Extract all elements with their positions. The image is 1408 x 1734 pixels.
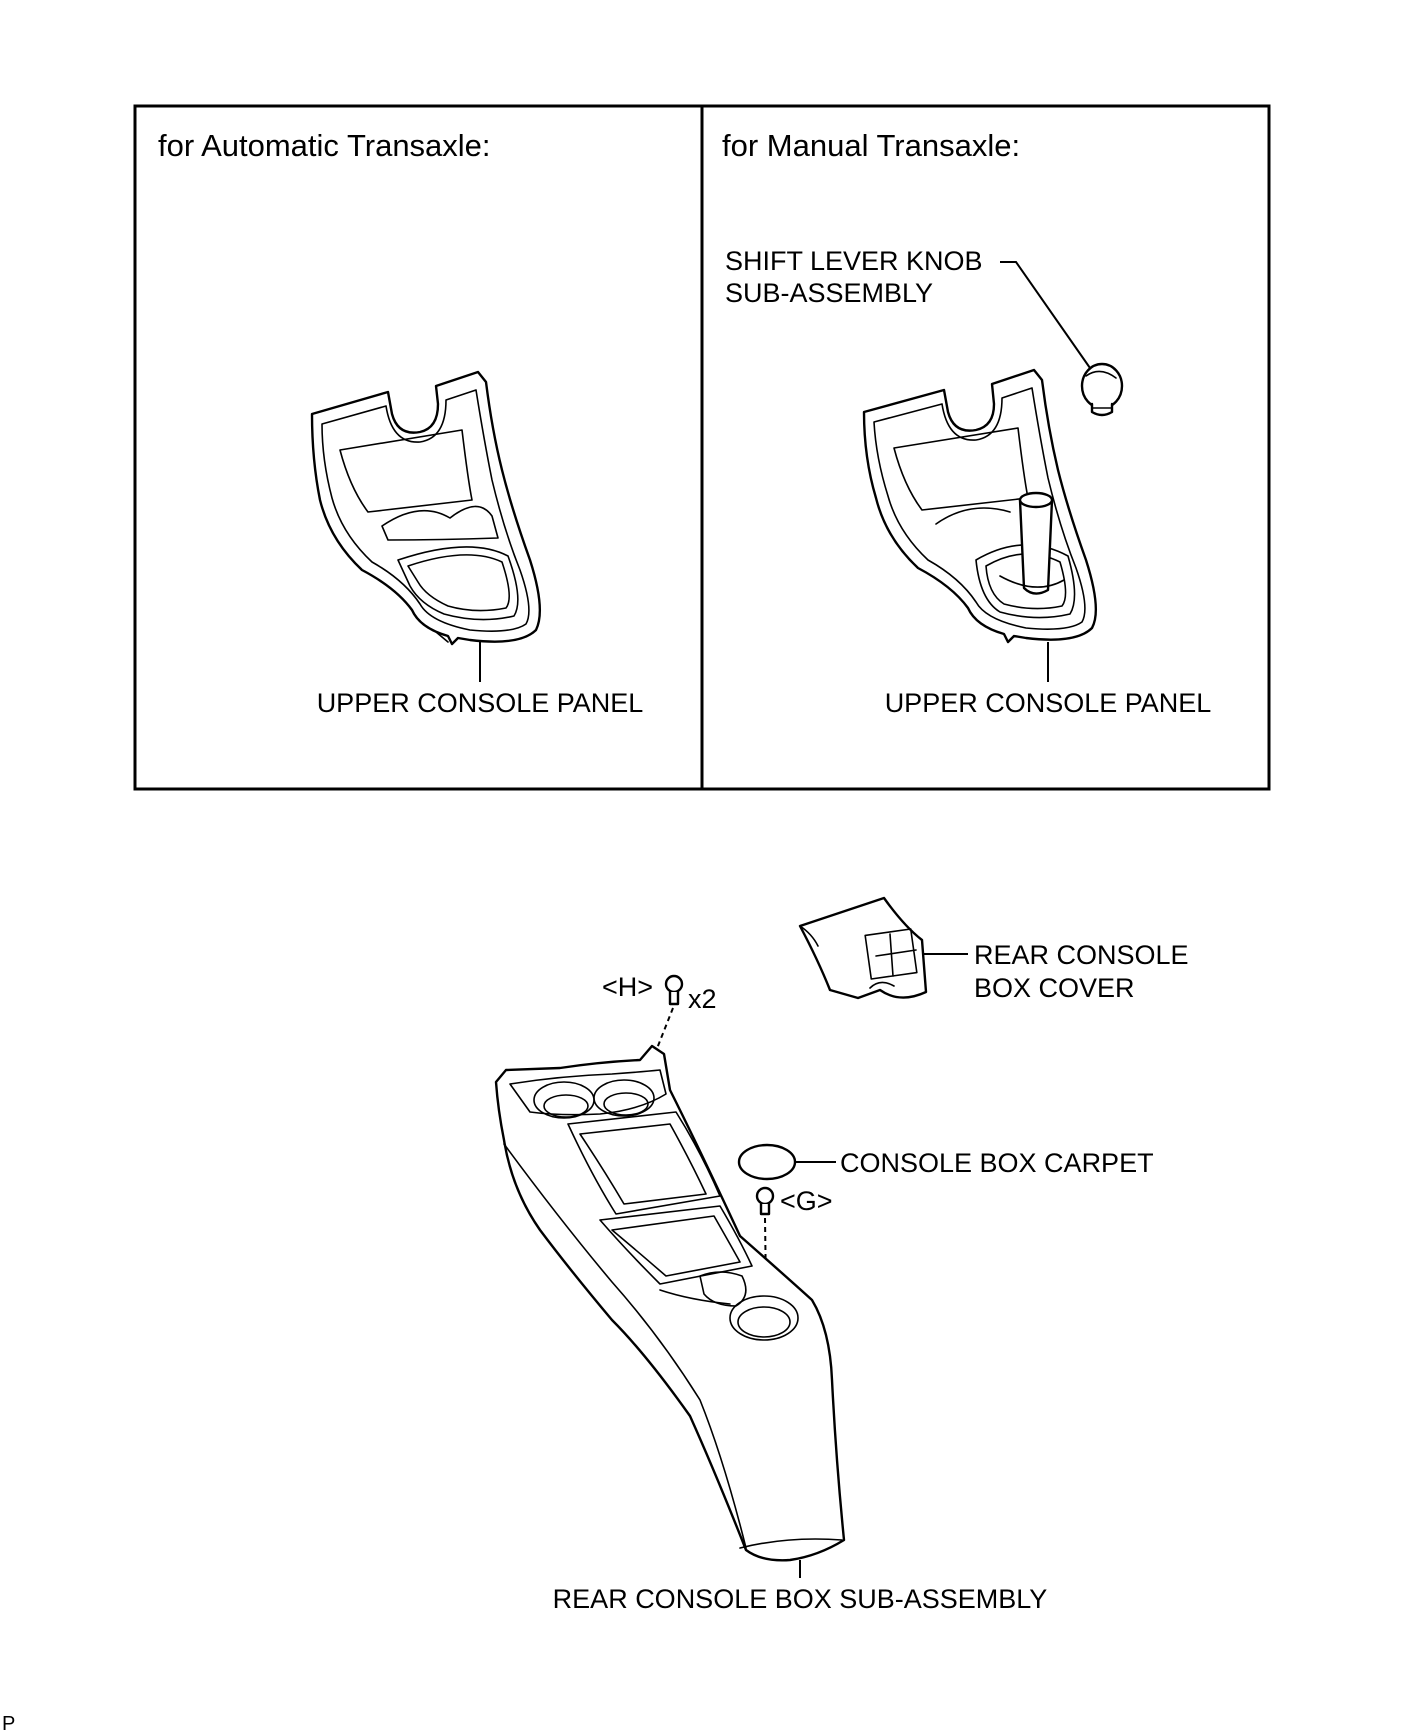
upper-panel-label-automatic: UPPER CONSOLE PANEL	[317, 688, 644, 718]
bolt-g	[755, 1186, 775, 1216]
upper-console-panel-manual	[862, 368, 1097, 644]
rear-console-box-cover	[798, 896, 928, 1000]
rear-console-box	[494, 1044, 846, 1562]
cover-label-line1: REAR CONSOLE	[974, 940, 1189, 970]
carpet-label: CONSOLE BOX CARPET	[840, 1148, 1154, 1178]
automatic-heading: for Automatic Transaxle:	[158, 128, 491, 163]
shift-lever-knob	[1080, 362, 1124, 417]
manual-heading: for Manual Transaxle:	[722, 128, 1020, 163]
console-box-carpet	[737, 1143, 797, 1181]
corner-mark: P	[2, 1713, 15, 1734]
knob-label-line2: SUB-ASSEMBLY	[725, 278, 933, 308]
bolt-h-quantity: x2	[688, 984, 717, 1014]
bolt-h-label: <H>	[602, 972, 653, 1002]
bolt-h	[664, 974, 684, 1006]
cover-label-line2: BOX COVER	[974, 973, 1135, 1003]
bolt-g-label: <G>	[780, 1186, 833, 1216]
upper-console-panel-automatic	[310, 370, 541, 646]
knob-label-line1: SHIFT LEVER KNOB	[725, 246, 983, 276]
leader-knob	[1000, 261, 1091, 369]
box-label: REAR CONSOLE BOX SUB-ASSEMBLY	[553, 1584, 1048, 1614]
upper-panel-label-manual: UPPER CONSOLE PANEL	[885, 688, 1212, 718]
bolt-g-path	[764, 1217, 767, 1291]
